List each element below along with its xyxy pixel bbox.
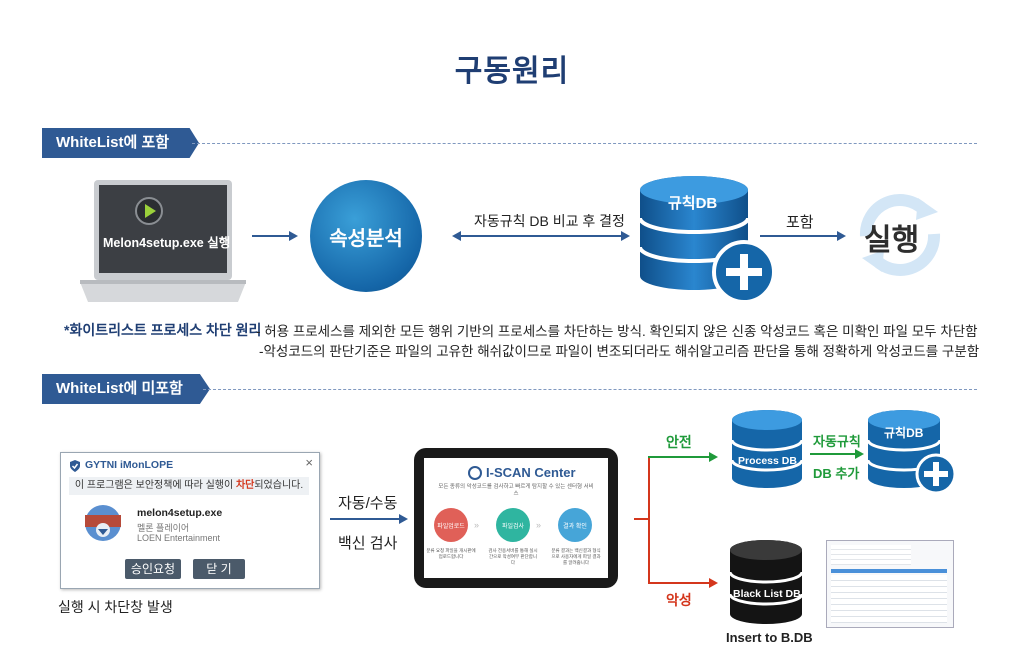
arrow-head (289, 231, 298, 241)
dialog-message-blocked: 차단 (235, 480, 255, 491)
blacklist-db-icon (728, 538, 804, 626)
dialog-message-post: 되었습니다. (254, 480, 304, 491)
laptop-label: Melon4setup.exe 실행 (103, 236, 231, 250)
arrow-line (330, 518, 400, 520)
db-add-label: DB 추가 (813, 466, 860, 481)
malicious-branch-line (648, 582, 710, 584)
principle-line-2: -악성코드의 판단기준은 파일의 고유한 해쉬값이므로 파일이 변조되더라도 해… (259, 344, 980, 359)
safe-branch-line (648, 456, 710, 458)
dialog-caption: 실행 시 차단창 발생 (58, 599, 173, 615)
step-upload-label: 파일업로드 (437, 523, 465, 530)
rule-db-label: 규칙DB (668, 195, 718, 212)
arrow-line (760, 235, 838, 237)
blacklist-db-label: Black List DB (733, 588, 801, 600)
refresh-cycle-icon (852, 190, 948, 280)
step-result-desc: 분류 결과는 백신결과 형식으로 사용자에게 파일 결과를 알려줍니다 (551, 548, 601, 565)
chevron-right-icon: » (474, 520, 480, 530)
arrow-head (837, 231, 846, 241)
rule-db-icon (638, 172, 778, 304)
step-upload-circle: 파일업로드 (434, 508, 468, 542)
admin-console-thumbnail (826, 540, 954, 628)
attribute-analysis-circle: 속성분석 (310, 180, 422, 292)
laptop-illustration (80, 178, 246, 304)
insert-label: Insert to B.DB (726, 630, 813, 645)
tablet-frame: I-SCAN Center 모든 종류의 악성코드를 검사하고 빠르게 탐지할 … (414, 448, 618, 588)
iscan-subtitle: 모든 종류의 악성코드를 검사하고 빠르게 탐지할 수 있는 센터형 서비스 (438, 484, 594, 497)
arrow-head (709, 578, 718, 588)
attribute-analysis-label: 속성분석 (329, 227, 403, 250)
dialog-file-company: LOEN Entertainment (137, 533, 221, 543)
iscan-title: I-SCAN Center (486, 465, 576, 480)
add-rule-arrow-line (810, 453, 856, 455)
step-result-circle: 결과 확인 (558, 508, 592, 542)
dialog-close-icon[interactable]: × (305, 455, 313, 470)
branch-vertical (648, 456, 650, 584)
arrow-head (621, 231, 630, 241)
section-divider (192, 143, 977, 144)
chevron-right-icon: » (536, 520, 542, 530)
process-db-label: Process DB (738, 455, 797, 467)
rule-db-small-label: 규칙DB (884, 426, 924, 440)
dialog-file-desc: 멜론 플레이어 (137, 523, 190, 533)
arrow-line (252, 235, 290, 237)
dialog-file-name: melon4setup.exe (137, 507, 223, 519)
auto-rule-label: 자동규칙 (813, 434, 861, 449)
scan-label-1: 자동/수동 (338, 495, 398, 512)
step-result-label: 결과 확인 (563, 523, 587, 530)
safe-label: 안전 (666, 434, 692, 450)
dialog-message: 이 프로그램은 보안정책에 따라 실행이 차단되었습니다. (69, 477, 309, 495)
compare-label: 자동규칙 DB 비교 후 결정 (474, 213, 625, 229)
dialog-brand: GYTNI iMonLOPE (85, 459, 174, 471)
thumbnail-table-rows (831, 575, 947, 623)
check-circle-icon (468, 466, 482, 480)
thumbnail-table-header (831, 569, 947, 573)
scan-label-2: 백신 검사 (338, 535, 398, 552)
arrow-head (452, 231, 461, 241)
section-divider (203, 389, 977, 390)
dialog-message-pre: 이 프로그램은 보안정책에 따라 실행이 (74, 480, 236, 491)
execute-label: 실행 (864, 224, 920, 257)
step-scan-circle: 파일검사 (496, 508, 530, 542)
include-label: 포함 (786, 214, 814, 231)
step-upload-desc: 분류 요청 파일을 개시판에 업로드합니다 (426, 548, 476, 559)
thumbnail-filter-area (831, 545, 911, 565)
arrow-head (709, 452, 718, 462)
approve-request-button[interactable]: 승인요청 (125, 559, 181, 579)
process-db-icon (730, 408, 804, 490)
iscan-screen: I-SCAN Center 모든 종류의 악성코드를 검사하고 빠르게 탐지할 … (424, 458, 608, 578)
shield-check-icon (69, 459, 81, 472)
step-scan-label: 파일검사 (501, 523, 525, 530)
melon-file-icon (83, 503, 123, 543)
principle-line-1: - 허용 프로세스를 제외한 모든 행위 기반의 프로세스를 차단하는 방식. … (256, 324, 978, 339)
step-scan-desc: 검사 전용서버를 통해 실시간으로 악성여부 판단합니다 (488, 548, 538, 565)
arrow-head (855, 449, 864, 459)
page-title: 구동원리 (454, 55, 570, 88)
malicious-label: 악성 (666, 592, 692, 608)
principle-title: *화이트리스트 프로세스 차단 원리 (64, 322, 262, 338)
section-tag-whitelist-included: WhiteList에 포함 (42, 128, 199, 158)
branch-stem (634, 518, 648, 520)
section-tag-whitelist-excluded: WhiteList에 미포함 (42, 374, 210, 404)
arrow-line (460, 235, 622, 237)
rule-db-small-icon (866, 408, 958, 495)
blocked-dialog: GYTNI iMonLOPE × 이 프로그램은 보안정책에 따라 실행이 차단… (60, 452, 320, 589)
arrow-head (399, 514, 408, 524)
dialog-close-button[interactable]: 닫 기 (193, 559, 245, 579)
